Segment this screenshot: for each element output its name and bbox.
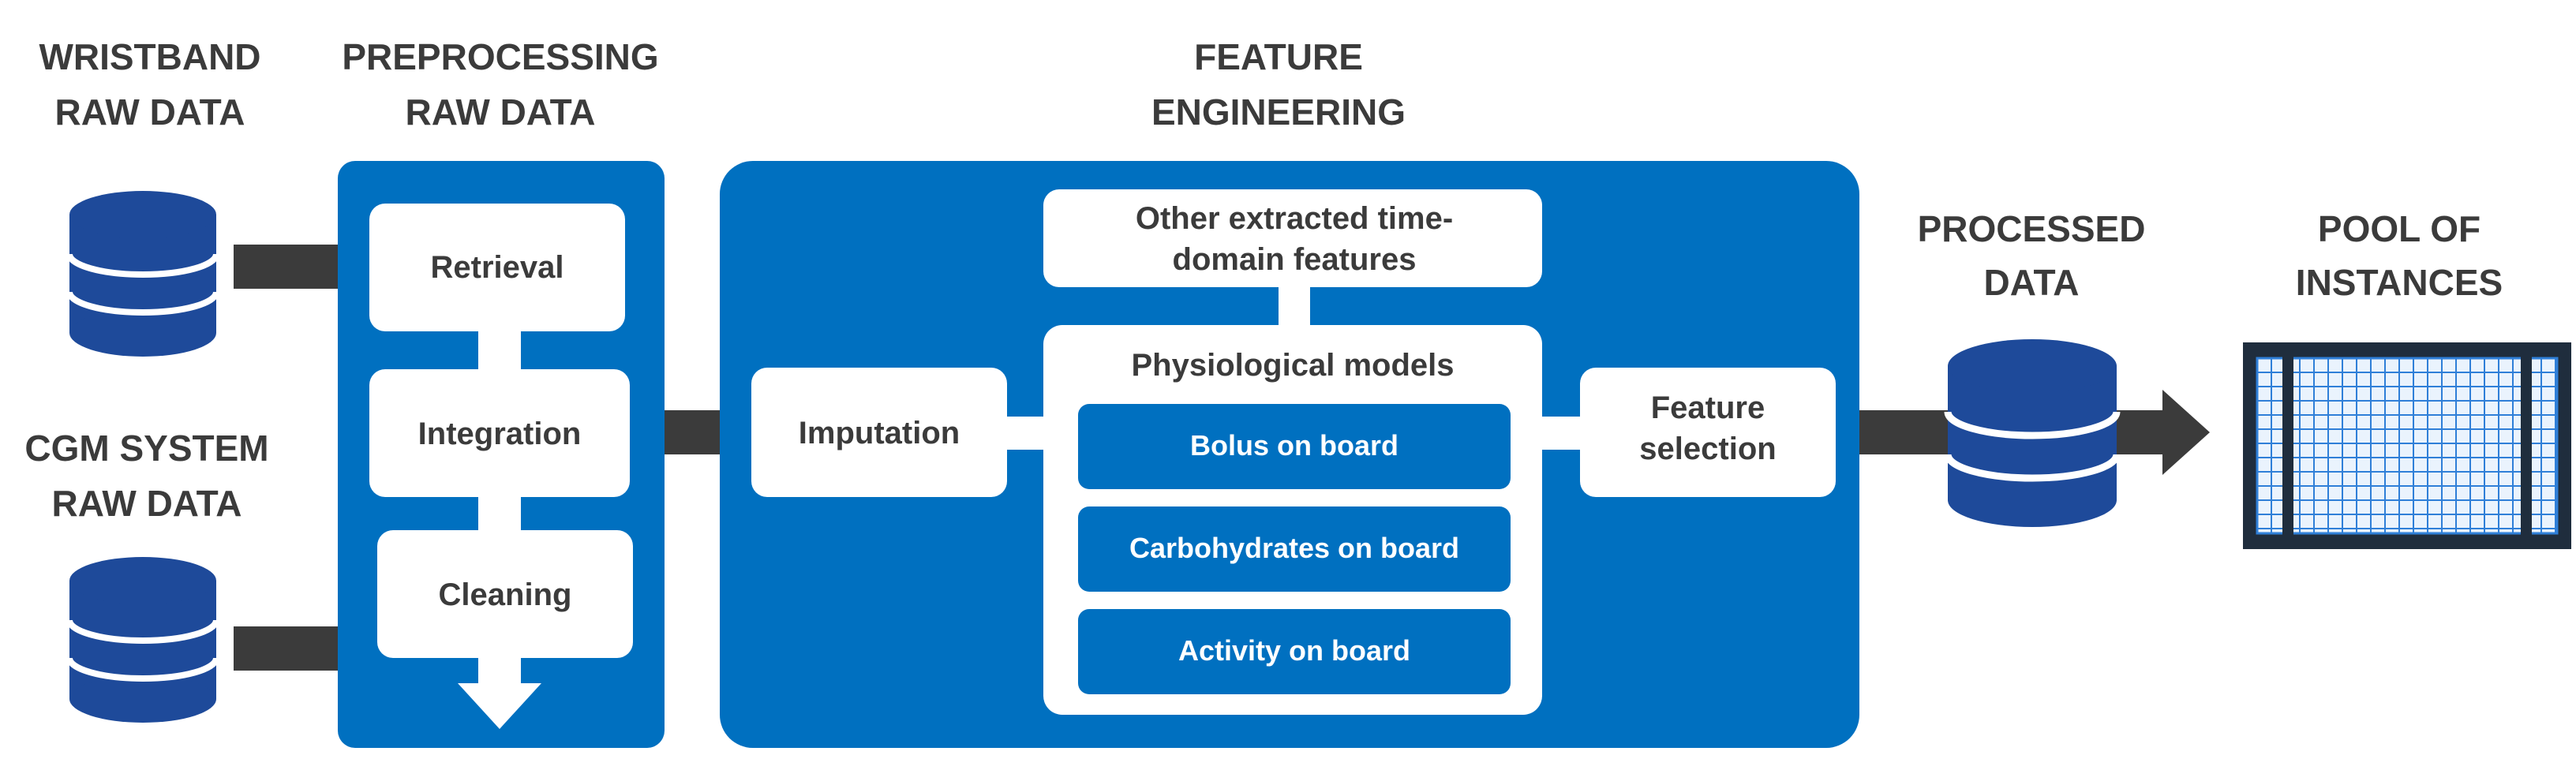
other-features-label-line2: domain features bbox=[1173, 242, 1417, 277]
processed-database-icon bbox=[1944, 339, 2121, 527]
model-activity-label: Activity on board bbox=[1178, 634, 1410, 667]
header-preprocessing-line1: PREPROCESSING bbox=[342, 36, 658, 77]
step-integration-box[interactable] bbox=[369, 369, 630, 497]
pool-grid-icon bbox=[2243, 342, 2571, 549]
connector-models-to-selection bbox=[1539, 417, 1586, 450]
wristband-database-icon bbox=[66, 191, 219, 357]
step-retrieval-label: Retrieval bbox=[431, 250, 564, 285]
header-processed-line1: PROCESSED bbox=[1918, 208, 2146, 249]
connector-wristband bbox=[234, 245, 339, 289]
header-pool-line1: POOL OF bbox=[2318, 208, 2481, 249]
connector-imputation-to-models bbox=[1002, 417, 1050, 450]
step-integration-label: Integration bbox=[418, 417, 582, 451]
header-cgm-line2: RAW DATA bbox=[51, 483, 242, 524]
cgm-database-icon bbox=[66, 557, 219, 723]
imputation-label: Imputation bbox=[799, 416, 960, 450]
header-wristband-line1: WRISTBAND bbox=[39, 36, 260, 77]
header-cgm-line1: CGM SYSTEM bbox=[24, 428, 268, 469]
connector-other-to-models bbox=[1279, 284, 1310, 328]
other-features-box[interactable] bbox=[1043, 189, 1542, 287]
header-wristband-line2: RAW DATA bbox=[54, 92, 245, 133]
arrow-head-icon bbox=[2162, 390, 2210, 475]
imputation-box[interactable] bbox=[751, 368, 1007, 497]
header-feature-engineering-line1: FEATURE bbox=[1194, 36, 1363, 77]
feature-selection-box[interactable] bbox=[1580, 368, 1836, 497]
header-processed-line2: DATA bbox=[1984, 262, 2080, 303]
feature-selection-label-line2: selection bbox=[1639, 432, 1776, 466]
connector-preprocessing-to-features bbox=[661, 410, 724, 454]
model-bolus-box[interactable] bbox=[1078, 404, 1511, 489]
model-carbohydrates-label: Carbohydrates on board bbox=[1129, 532, 1459, 564]
step-retrieval-box[interactable] bbox=[369, 204, 625, 331]
connector-cgm bbox=[234, 626, 339, 671]
model-activity-box[interactable] bbox=[1078, 609, 1511, 694]
connectors bbox=[234, 245, 2210, 671]
header-pool-line2: INSTANCES bbox=[2296, 262, 2503, 303]
step-cleaning-label: Cleaning bbox=[439, 578, 572, 612]
feature-selection-label-line1: Feature bbox=[1651, 391, 1765, 425]
model-bolus-label: Bolus on board bbox=[1190, 429, 1398, 462]
connector-db-to-pool bbox=[2115, 410, 2162, 454]
header-feature-engineering-line2: ENGINEERING bbox=[1151, 92, 1406, 133]
other-features-label-line1: Other extracted time- bbox=[1136, 201, 1453, 236]
header-preprocessing-line2: RAW DATA bbox=[405, 92, 595, 133]
connector-features-to-db bbox=[1859, 410, 1954, 454]
model-carbohydrates-box[interactable] bbox=[1078, 506, 1511, 592]
step-cleaning-box[interactable] bbox=[377, 530, 633, 658]
physiological-models-title: Physiological models bbox=[1131, 348, 1454, 383]
preprocessing-down-arrow-icon bbox=[458, 683, 541, 729]
